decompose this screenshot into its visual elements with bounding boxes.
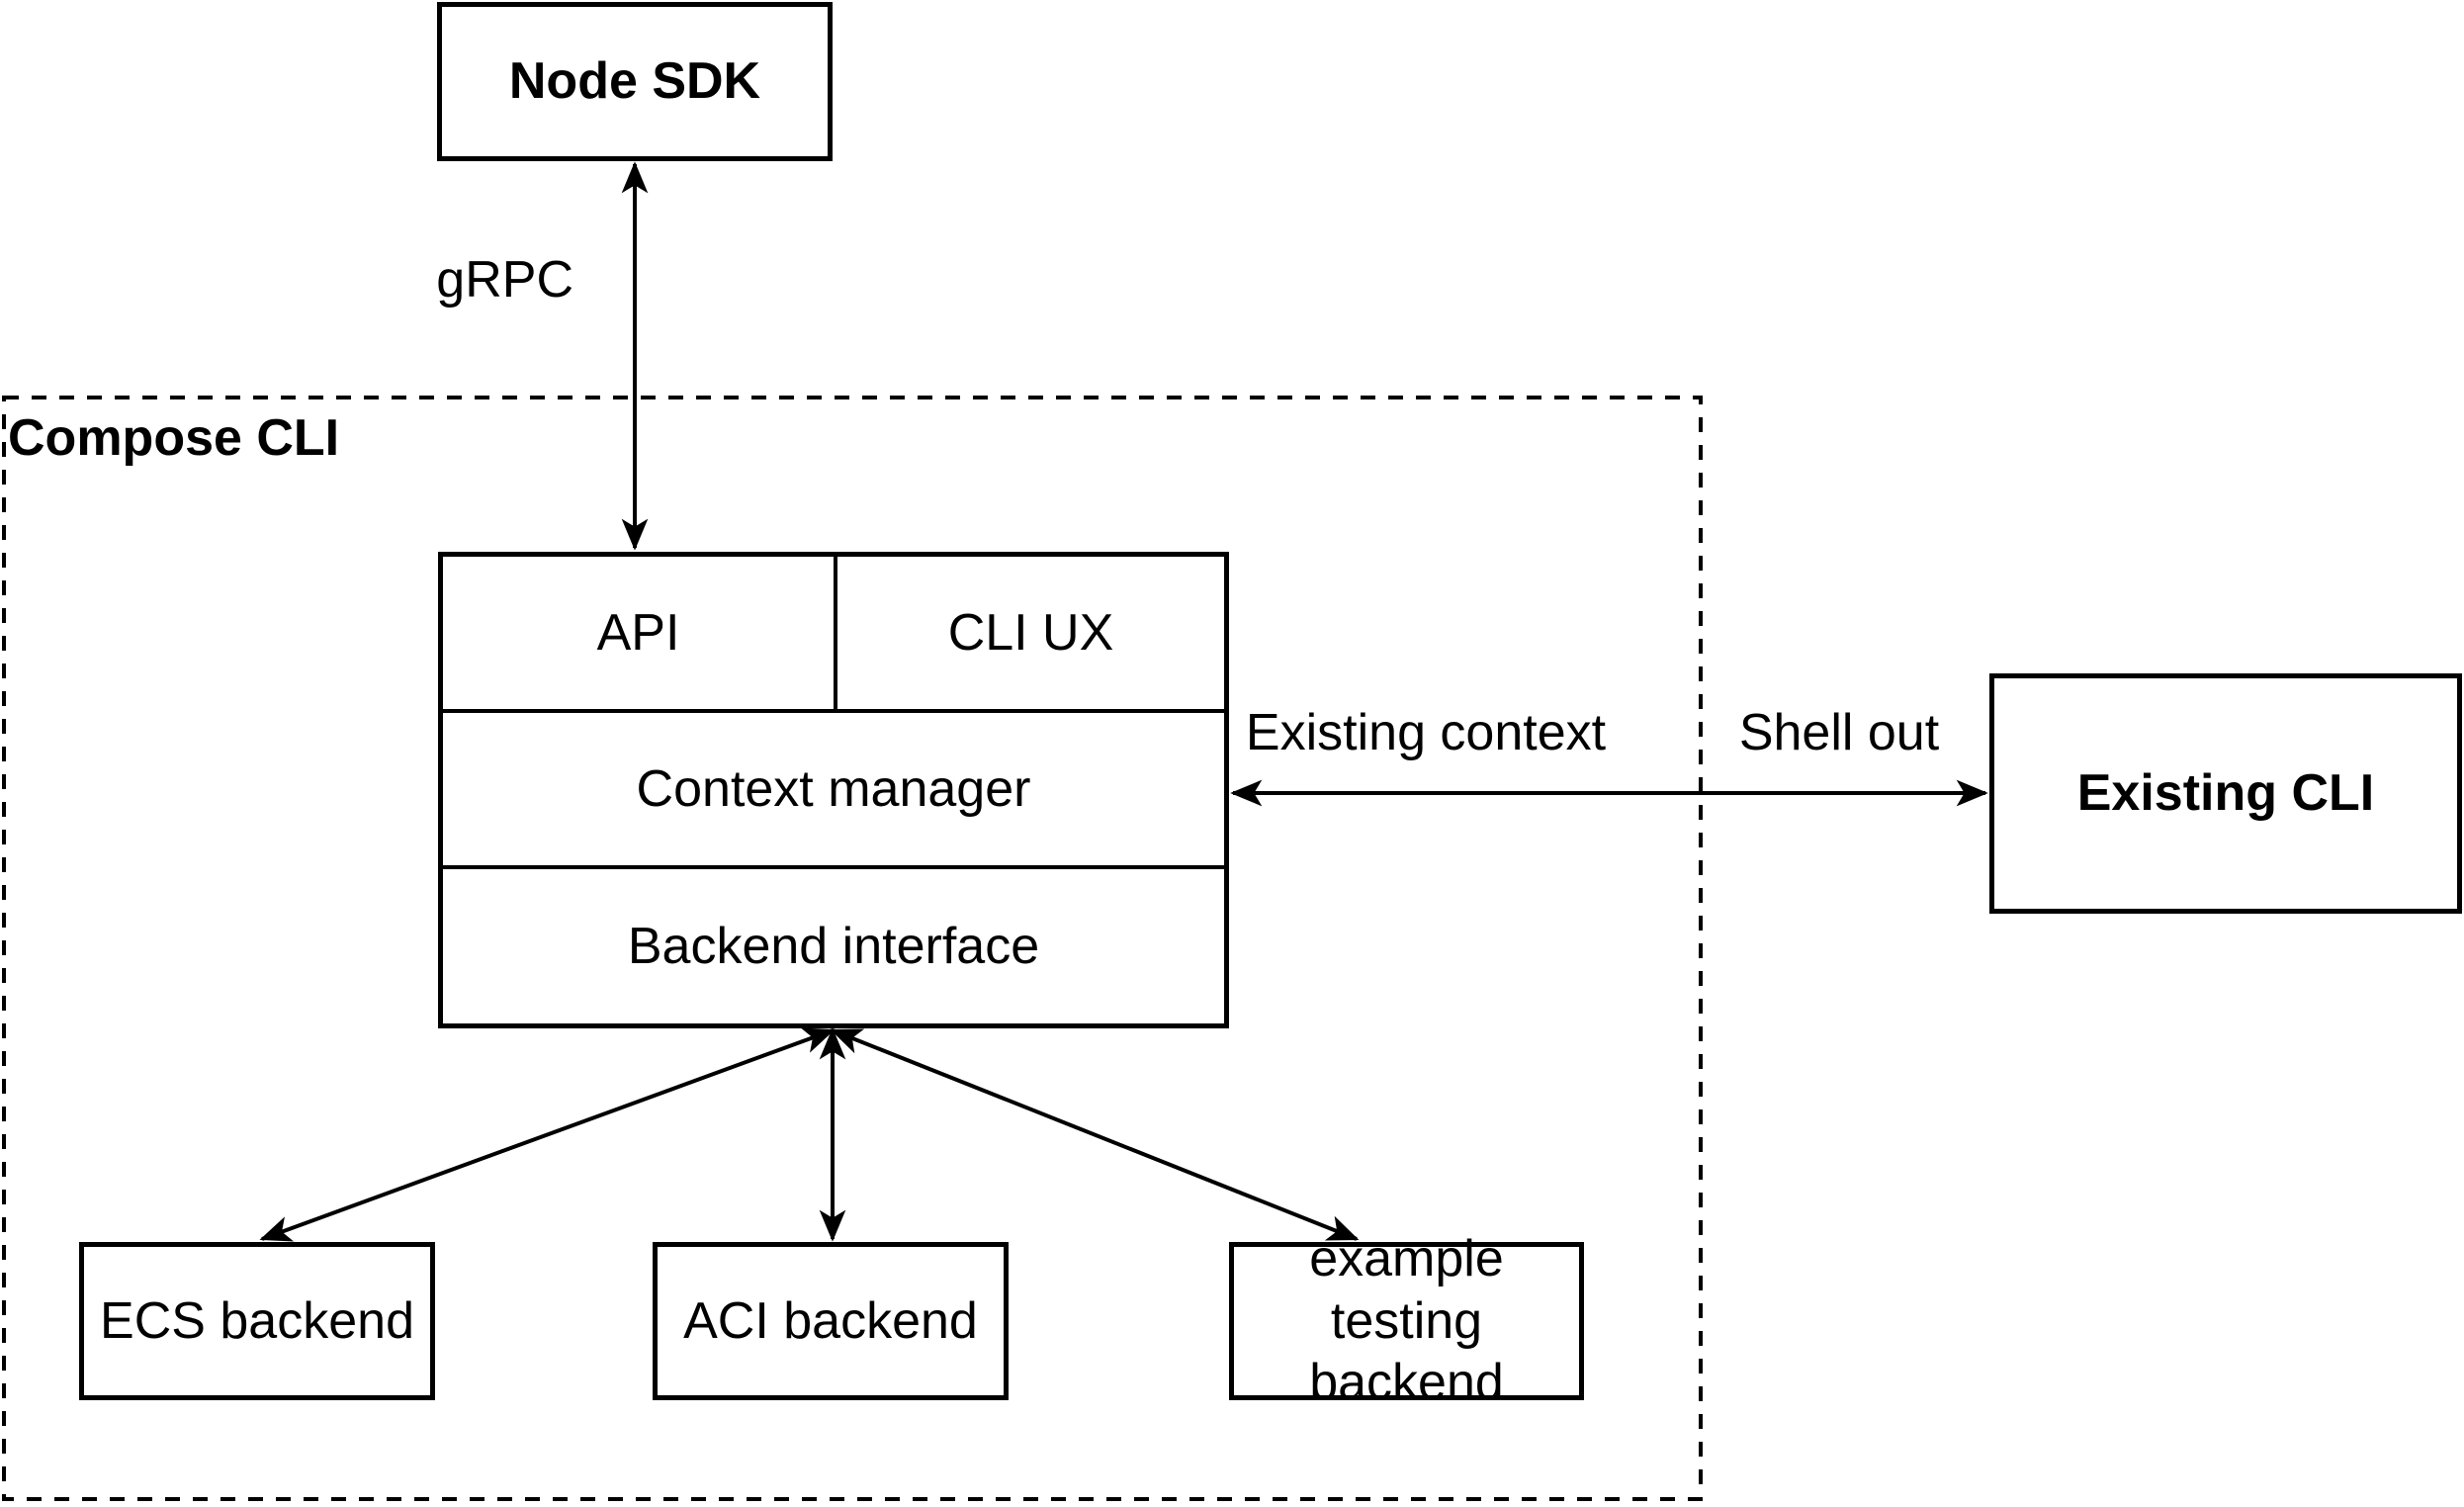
ecs-backend-box: ECS backend bbox=[79, 1242, 435, 1400]
core-top-row: API CLI UX bbox=[443, 557, 1224, 713]
existing-context-edge-label: Existing context bbox=[1245, 704, 1607, 761]
grpc-edge-label: gRPC bbox=[436, 251, 573, 309]
existing-cli-box: Existing CLI bbox=[1989, 673, 2462, 914]
example-backend-arrow bbox=[830, 1028, 1360, 1241]
api-label: API bbox=[596, 604, 680, 662]
cli-ux-cell: CLI UX bbox=[837, 557, 1224, 709]
backend-interface-cell: Backend interface bbox=[443, 869, 1224, 1023]
compose-cli-container-border bbox=[2, 396, 1703, 1501]
compose-cli-core-box: API CLI UX Context manager Backend inter… bbox=[438, 552, 1229, 1028]
example-testing-backend-label: example testing backend bbox=[1309, 1230, 1504, 1412]
aci-backend-label: ACI backend bbox=[683, 1291, 978, 1350]
node-sdk-label: Node SDK bbox=[508, 52, 761, 111]
ecs-arrow bbox=[259, 1027, 836, 1242]
shell-out-edge-label: Shell out bbox=[1738, 704, 1940, 761]
context-manager-label: Context manager bbox=[636, 760, 1031, 818]
cli-ux-label: CLI UX bbox=[947, 604, 1114, 662]
node-sdk-box: Node SDK bbox=[437, 2, 833, 161]
backend-interface-label: Backend interface bbox=[627, 918, 1040, 975]
example-testing-backend-box: example testing backend bbox=[1229, 1230, 1584, 1411]
context-manager-cell: Context manager bbox=[443, 713, 1224, 869]
aci-backend-box: ACI backend bbox=[653, 1242, 1009, 1400]
compose-cli-container-label: Compose CLI bbox=[8, 409, 340, 467]
ecs-backend-label: ECS backend bbox=[100, 1291, 414, 1350]
existing-cli-label: Existing CLI bbox=[2076, 764, 2375, 823]
api-cell: API bbox=[443, 557, 837, 709]
